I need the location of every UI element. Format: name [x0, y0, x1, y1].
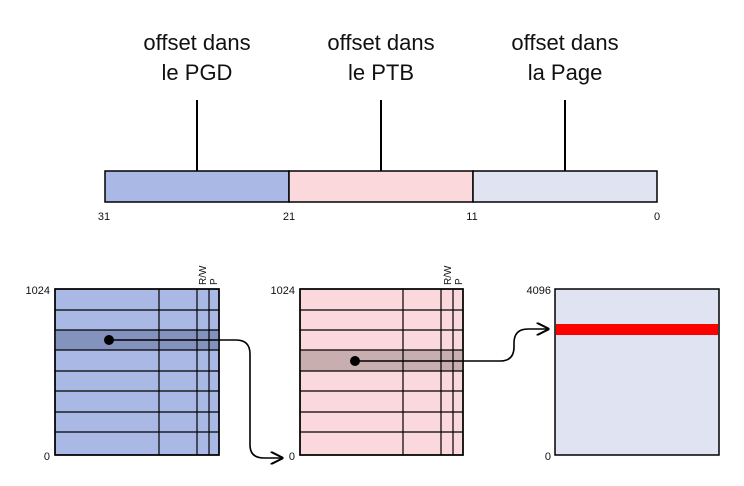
bit-11-label: 11	[466, 211, 477, 223]
pgd-to-ptb-arrow	[109, 339, 282, 458]
pgd-rw-column-label: R/W	[198, 265, 209, 285]
pgd-top-index: 1024	[26, 285, 50, 297]
pgd-table: R/W P 1024 0	[26, 265, 220, 463]
page-offset-label-line2: la Page	[528, 60, 603, 85]
page-top-index: 4096	[527, 285, 551, 297]
pgd-table-body	[54, 288, 220, 456]
page-body	[554, 288, 720, 456]
pgd-bottom-index: 0	[44, 451, 50, 463]
bit-0-label: 0	[654, 211, 660, 223]
bit-21-label: 21	[283, 211, 295, 223]
ptb-row-lines	[300, 309, 463, 433]
ptb-offset-label-line1: offset dans	[327, 30, 434, 55]
ptb-offset-label-line2: le PTB	[348, 60, 414, 85]
pgd-column-lines	[158, 289, 210, 455]
page-selected-offset	[556, 324, 718, 335]
pgd-offset-label-line1: offset dans	[143, 30, 250, 55]
pgd-table-outline	[54, 288, 220, 456]
page-frame: 4096 0	[527, 285, 720, 463]
pgd-row-lines	[55, 309, 219, 433]
ptb-table-outline	[299, 288, 464, 456]
ptb-column-lines	[402, 289, 454, 455]
ptb-table: R/W P 1024 0	[271, 265, 465, 463]
address-segment-page	[472, 170, 658, 203]
bit-31-label: 31	[98, 211, 110, 223]
pgd-offset-label-line2: le PGD	[162, 60, 233, 85]
ptb-bottom-index: 0	[289, 451, 295, 463]
ptb-to-page-arrow	[355, 329, 548, 362]
address-segment-pgd	[104, 170, 290, 203]
ptb-p-column-label: P	[454, 278, 465, 285]
ptb-table-body	[299, 288, 464, 456]
page-bottom-index: 0	[545, 451, 551, 463]
ptb-top-index: 1024	[271, 285, 295, 297]
ptb-rw-column-label: R/W	[443, 265, 454, 285]
page-offset-label-line1: offset dans	[511, 30, 618, 55]
pgd-p-column-label: P	[209, 278, 220, 285]
address-segment-ptb	[288, 170, 474, 203]
